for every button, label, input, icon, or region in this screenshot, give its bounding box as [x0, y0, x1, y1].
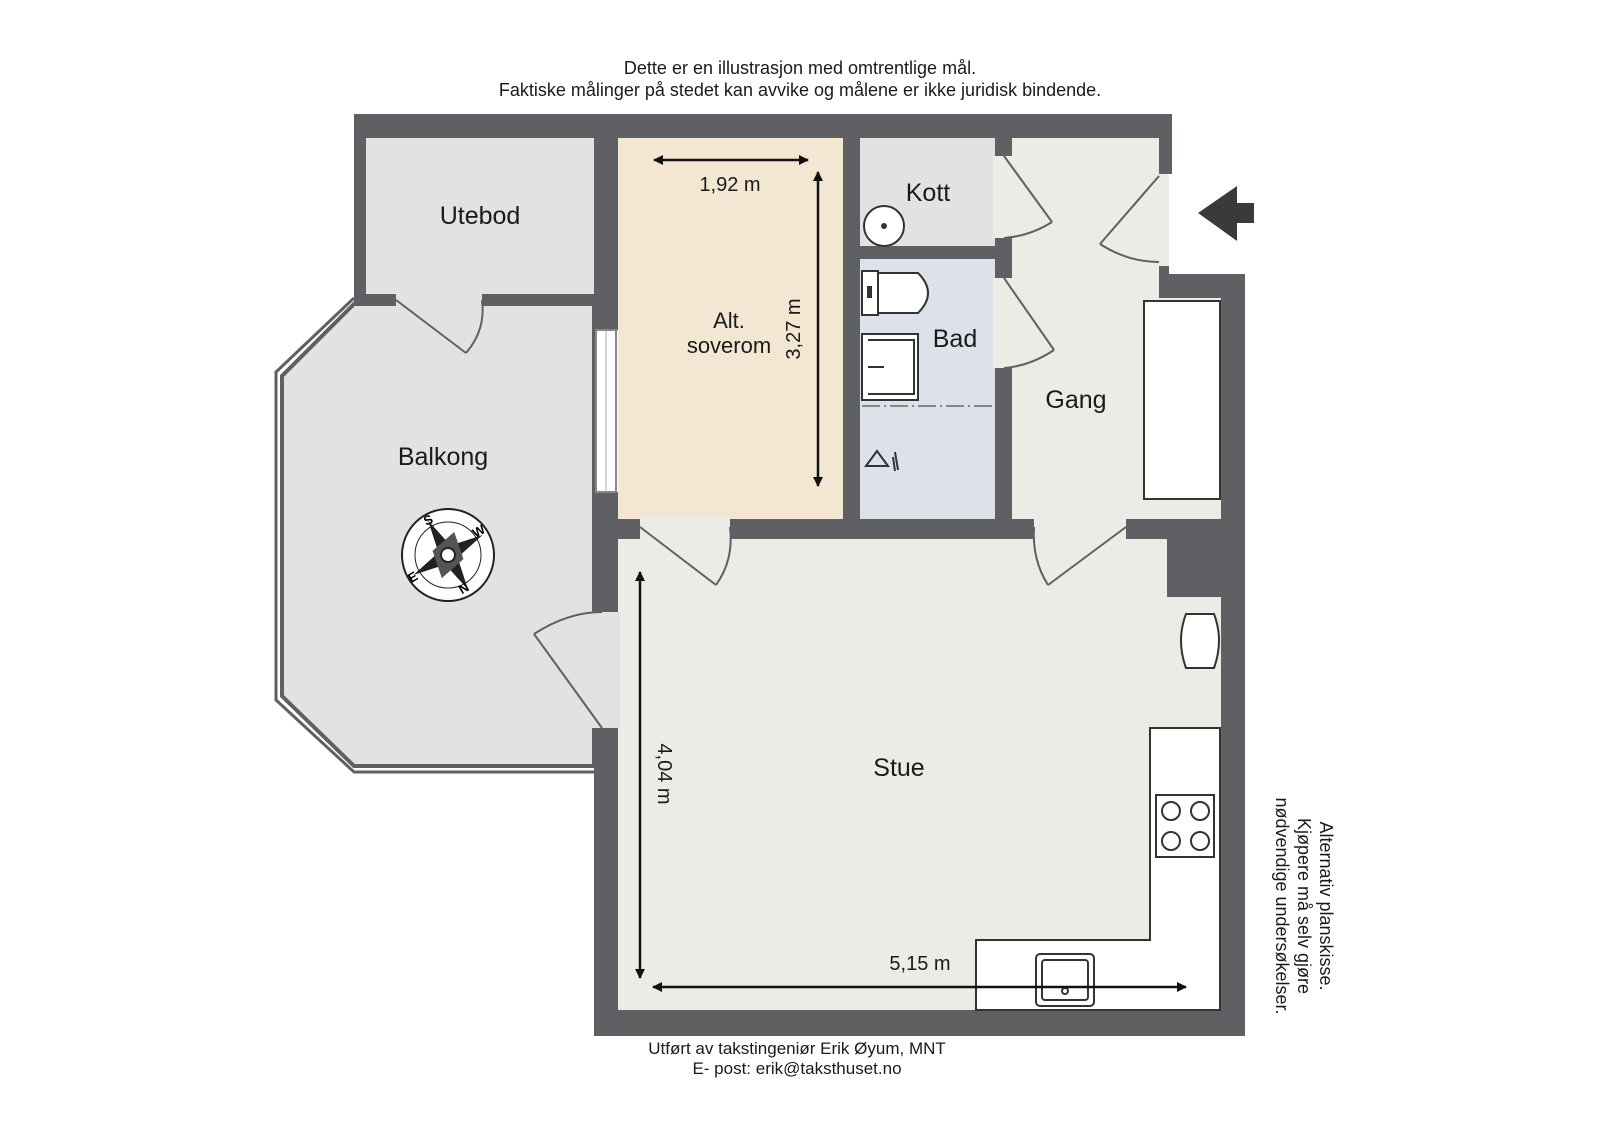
compass-rose-icon: S W N E: [401, 508, 495, 602]
room-label-soverom-line2: soverom: [687, 333, 771, 358]
room-label-gang: Gang: [1045, 386, 1106, 414]
footer-line-1: Utført av takstingeniør Erik Øyum, MNT: [648, 1039, 946, 1058]
bedroom-floor: [618, 138, 843, 519]
room-label-utebod: Utebod: [440, 202, 521, 230]
balcony-railing: [274, 296, 594, 774]
stue-floor: [618, 539, 1167, 1010]
utebod-floor: [366, 138, 594, 294]
fixtures: [861, 205, 1221, 1011]
wardrobe-icon: [1143, 300, 1221, 500]
dimension-lines: [635, 155, 1187, 992]
room-label-balkong: Balkong: [398, 443, 488, 471]
side-note-line-1: Alternativ planskisse.: [1316, 821, 1336, 990]
entrance-arrow-icon: [1198, 186, 1254, 241]
room-label-stue: Stue: [873, 754, 924, 782]
shower-icon: [864, 449, 899, 472]
footer-line-2: E- post: erik@taksthuset.no: [692, 1059, 901, 1078]
side-note-line-3: nødvendige undersøkelser.: [1272, 797, 1292, 1014]
walls: [354, 114, 1245, 1036]
room-label-kott: Kott: [906, 179, 951, 207]
disclaimer-line-1: Dette er en illustrasjon med omtrentlige…: [624, 58, 976, 78]
fridge-icon: [1180, 613, 1220, 669]
room-label-alt-line1: Alt.: [713, 308, 745, 333]
gang-floor: [1012, 138, 1159, 519]
doors: [395, 155, 1160, 729]
dim-stue-length: 4,04 m: [653, 743, 675, 804]
room-label-bad: Bad: [933, 325, 977, 353]
washbasin-icon: [861, 333, 919, 401]
side-note-line-2: Kjøpere må selv gjøre: [1294, 818, 1314, 994]
disclaimer-line-2: Faktiske målinger på stedet kan avvike o…: [499, 80, 1101, 100]
gang-floor-entry: [1159, 174, 1169, 266]
dim-soverom-length: 3,27 m: [783, 298, 805, 359]
dim-soverom-width: 1,92 m: [699, 174, 760, 196]
side-note: Alternativ planskisse. Kjøpere må selv g…: [1272, 797, 1336, 1014]
dim-stue-width: 5,15 m: [889, 953, 950, 975]
